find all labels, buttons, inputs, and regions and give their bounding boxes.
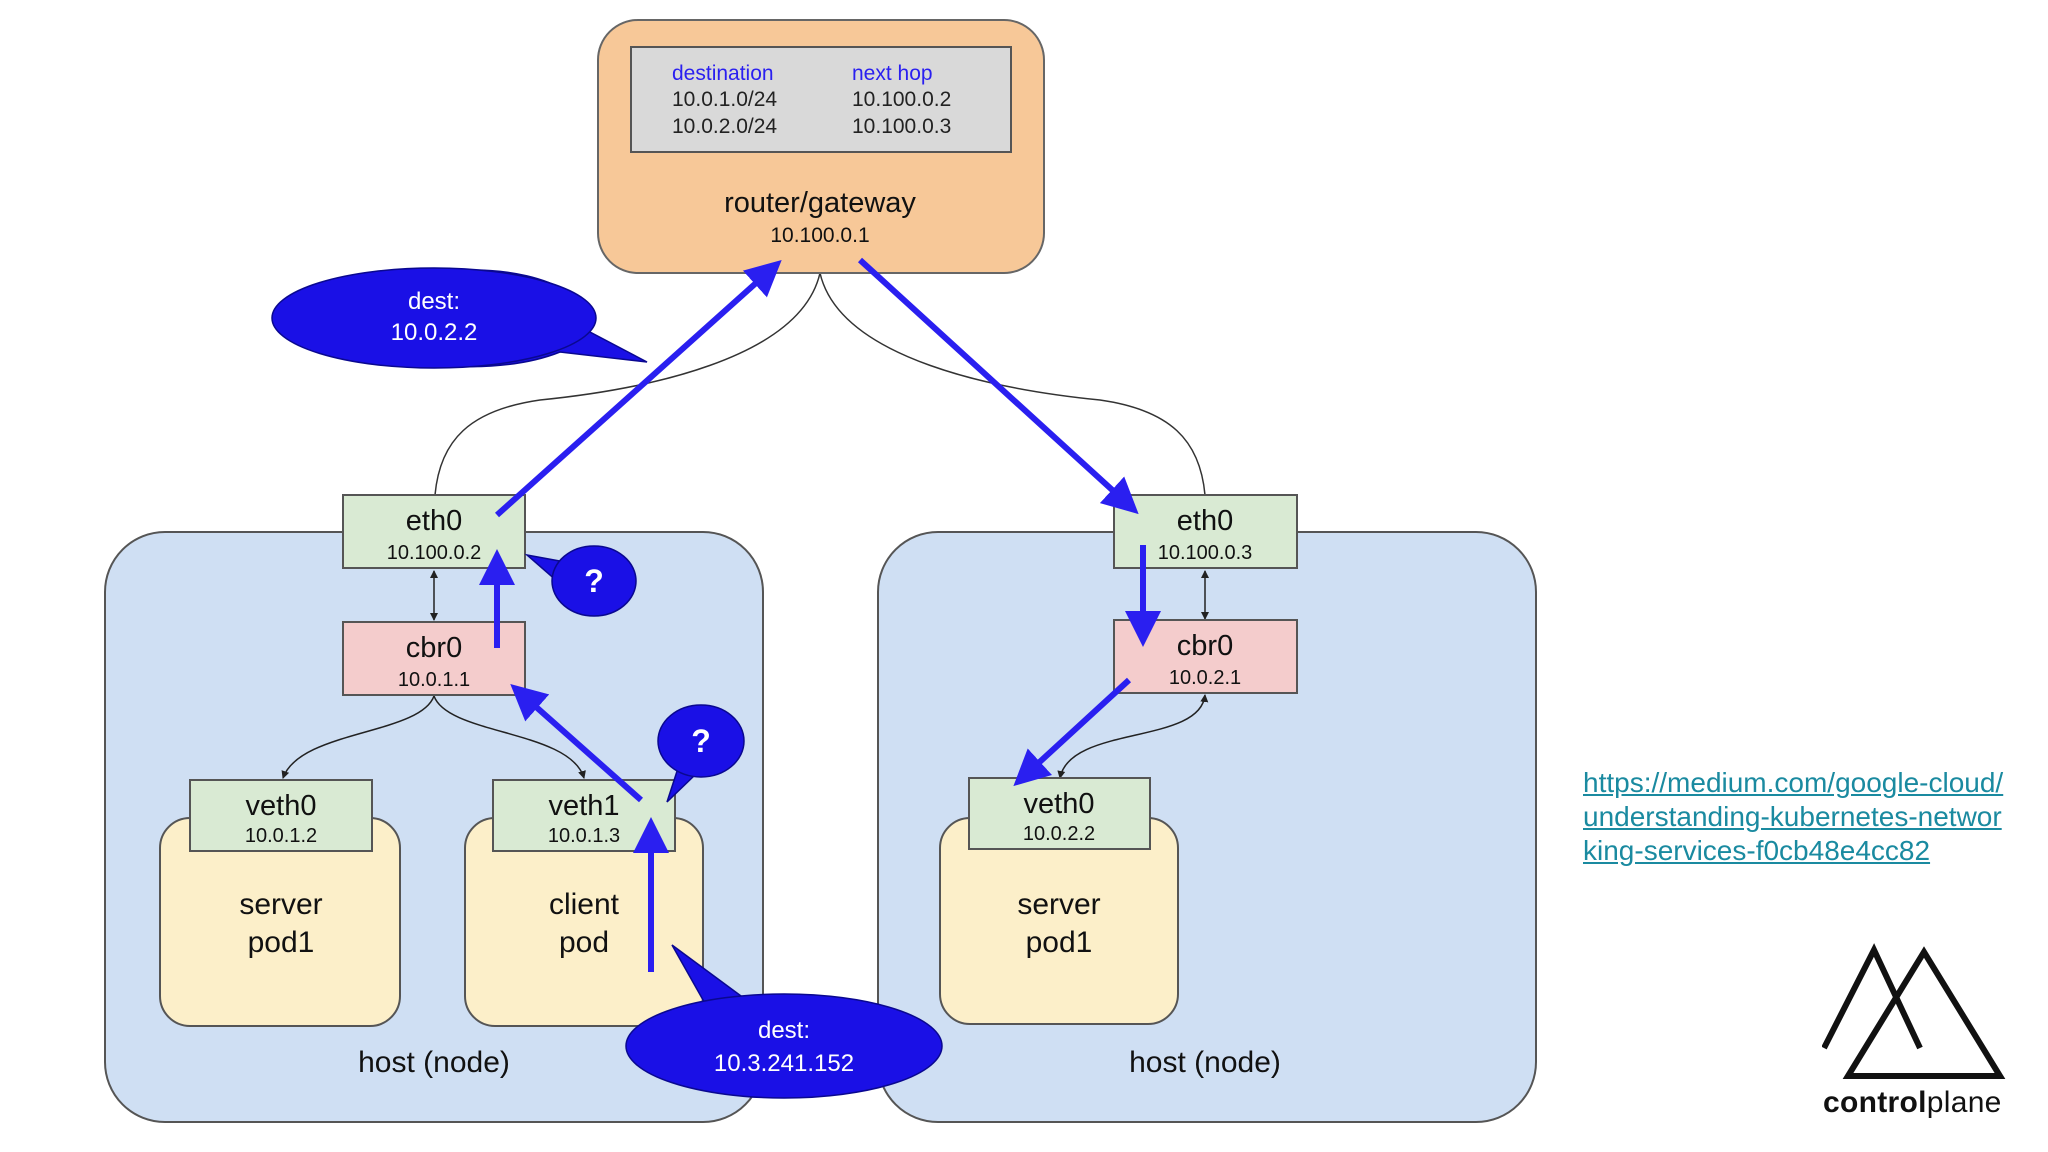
question-veth1-mark: ?: [691, 723, 711, 759]
left-veth0-box: [189, 779, 373, 852]
left-eth0-label: eth0: [406, 505, 462, 537]
question-veth1-bubble: [657, 704, 745, 778]
left-veth0-label: veth0: [246, 790, 317, 822]
question-eth0-bubble: [551, 545, 637, 617]
dest-bottom-line1: dest:: [758, 1017, 810, 1044]
routing-table-header-destination: destination: [672, 62, 774, 85]
right-eth0-ip: 10.100.0.3: [1158, 542, 1253, 564]
left-cbr0-veth0-link: [281, 695, 435, 779]
routing-table-row-2-destination: 10.0.2.0/24: [672, 115, 777, 138]
right-veth0-box: [968, 777, 1151, 850]
source-link[interactable]: https://medium.com/google-cloud/ underst…: [1583, 766, 2023, 868]
client-pod-line2: pod: [559, 926, 609, 959]
right-host-label: host (node): [1129, 1046, 1281, 1079]
left-veth1-ip: 10.0.1.3: [548, 825, 620, 847]
wordmark-bold: control: [1823, 1086, 1927, 1119]
dest-bottom-callout-body: [625, 993, 943, 1099]
routing-table-header-next-hop: next hop: [852, 62, 933, 85]
left-cbr0-ip: 10.0.1.1: [398, 669, 470, 691]
dest-top-line1: dest:: [408, 288, 460, 315]
right-server-pod-line2: pod1: [1026, 926, 1093, 959]
source-link-line-2: understanding-kubernetes-networ: [1583, 801, 2002, 832]
packet-flow-arrows: [479, 257, 1161, 972]
left-cbr0-veth1-link: [433, 695, 586, 779]
right-eth0-label: eth0: [1177, 505, 1233, 537]
wordmark-regular: plane: [1926, 1086, 2002, 1119]
left-eth0-ip: 10.100.0.2: [387, 542, 482, 564]
left-eth0-box: [342, 494, 526, 569]
right-cbr0-ip: 10.0.2.1: [1169, 667, 1241, 689]
controlplane-wordmark: controlplane: [1823, 1086, 2002, 1120]
flow-router-to-right-eth0-arrow: [857, 257, 1139, 515]
question-eth0-mark: ?: [584, 563, 604, 599]
routing-table-row-2-next-hop: 10.100.0.3: [852, 115, 951, 138]
left-host-label: host (node): [358, 1046, 510, 1079]
routing-table: [630, 46, 1012, 153]
dest-top-line2: 10.0.2.2: [391, 319, 478, 346]
left-cbr0-label: cbr0: [406, 632, 462, 664]
source-link-line-3: king-services-f0cb48e4cc82: [1583, 835, 1931, 866]
dest-bottom-line2: 10.3.241.152: [714, 1050, 854, 1077]
left-server-pod-line1: server: [239, 888, 322, 921]
flow-eth0-to-router-arrow: [494, 259, 782, 518]
right-veth0-label: veth0: [1024, 788, 1095, 820]
routing-table-row-1-destination: 10.0.1.0/24: [672, 88, 777, 111]
right-server-pod-line1: server: [1017, 888, 1100, 921]
source-link-line-1: https://medium.com/google-cloud/: [1583, 767, 2004, 798]
client-pod-line1: client: [549, 888, 620, 921]
router-left-link: [434, 272, 821, 496]
flow-right-cbr0-to-veth0-arrow: [1013, 677, 1132, 787]
router-ip: 10.100.0.1: [770, 224, 869, 247]
router-label: router/gateway: [724, 187, 916, 219]
left-veth0-ip: 10.0.1.2: [245, 825, 317, 847]
controlplane-logo-icon: [1822, 943, 2006, 1079]
dest-top-callout-body: [271, 267, 597, 369]
routing-table-row-1-next-hop: 10.100.0.2: [852, 88, 951, 111]
right-cbr0-veth0-link: [1057, 694, 1209, 779]
router-right-link: [819, 272, 1206, 496]
right-veth0-ip: 10.0.2.2: [1023, 823, 1095, 845]
left-veth1-label: veth1: [549, 790, 620, 822]
right-cbr0-label: cbr0: [1177, 630, 1233, 662]
flow-veth1-to-cbr0-arrow: [510, 684, 643, 803]
left-server-pod-line2: pod1: [248, 926, 315, 959]
